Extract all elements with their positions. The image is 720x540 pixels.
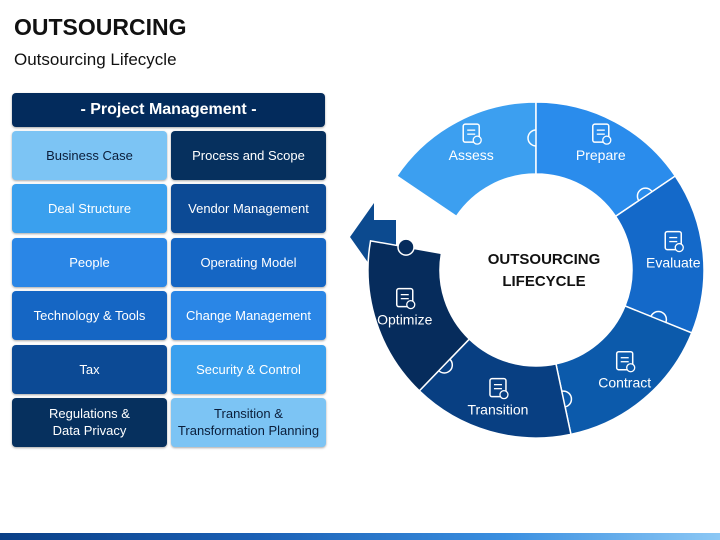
stage-label-optimize: Optimize bbox=[377, 312, 432, 328]
pm-cell-technology-tools: Technology & Tools bbox=[12, 291, 167, 341]
stage-label-evaluate: Evaluate bbox=[646, 255, 701, 271]
stage-label-prepare: Prepare bbox=[576, 147, 626, 163]
project-management-header: - Project Management - bbox=[12, 93, 325, 127]
target-transition-icon bbox=[489, 377, 509, 400]
checklist-icon bbox=[664, 230, 684, 253]
stage-label-contract: Contract bbox=[598, 375, 651, 391]
page-title: OUTSOURCING bbox=[14, 14, 187, 40]
pm-cell-transition-transformation-planning: Transition & Transformation Planning bbox=[171, 397, 326, 447]
stage-label-assess: Assess bbox=[449, 147, 494, 163]
pm-cell-operating-model: Operating Model bbox=[171, 237, 326, 287]
center-title-line1: OUTSOURCING bbox=[488, 251, 601, 268]
stage-label-transition: Transition bbox=[467, 402, 528, 418]
segment-optimize bbox=[367, 239, 471, 392]
pm-cell-vendor-management: Vendor Management bbox=[171, 184, 326, 234]
pm-cell-business-case: Business Case bbox=[12, 131, 167, 180]
puzzle-knob bbox=[397, 238, 415, 256]
certificate-icon bbox=[615, 350, 636, 373]
gear-document-icon bbox=[592, 123, 612, 145]
pm-cell-process-and-scope: Process and Scope bbox=[171, 131, 326, 180]
search-chart-icon bbox=[462, 123, 482, 145]
pm-cell-deal-structure: Deal Structure bbox=[12, 184, 167, 234]
pm-cell-tax: Tax bbox=[12, 344, 167, 394]
pm-cell-security-control: Security & Control bbox=[171, 344, 326, 394]
gear-magnifier-icon bbox=[396, 287, 416, 310]
pm-cell-people: People bbox=[12, 237, 167, 287]
bottom-accent-bar bbox=[0, 533, 720, 540]
pm-cell-change-management: Change Management bbox=[171, 291, 326, 341]
pm-cell-regulations-data-privacy: Regulations & Data Privacy bbox=[12, 397, 167, 447]
page-subtitle: Outsourcing Lifecycle bbox=[14, 50, 177, 69]
center-title-line2: LIFECYCLE bbox=[502, 273, 585, 290]
